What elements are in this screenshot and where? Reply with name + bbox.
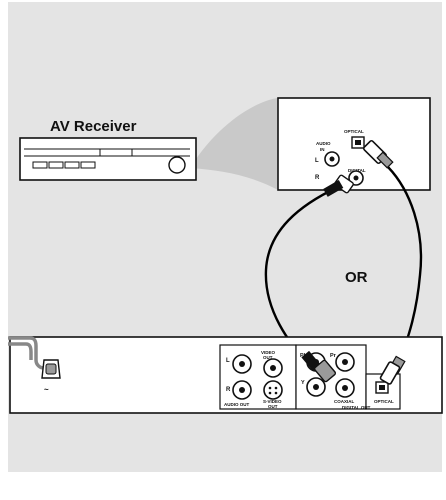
y-label: Y xyxy=(301,380,305,386)
svideo-out-label-2: OUT xyxy=(268,404,278,409)
svideo-out-label: S-VIDEO xyxy=(263,399,282,404)
coaxial-label: COAXIAL xyxy=(334,399,355,404)
optical-out-label: OPTICAL xyxy=(374,399,394,404)
power-symbol: ~ xyxy=(44,385,49,394)
optical-plug-receiver xyxy=(363,140,394,169)
pr-label: Pr xyxy=(330,353,337,359)
player-back-panel: ~ L R AUDIO OUT VIDEO OUT S-VIDEO OUT Pb… xyxy=(8,336,443,414)
zoom-callout xyxy=(190,98,278,190)
receiver-button xyxy=(48,161,64,169)
receiver-button xyxy=(64,161,80,169)
receiver-left-label: L xyxy=(315,158,319,164)
svideo-out-jack xyxy=(263,380,283,400)
receiver-audio-label: AUDIO xyxy=(316,141,331,146)
power-cord xyxy=(8,336,45,370)
audio-out-right-label: R xyxy=(226,387,231,393)
video-out-label: VIDEO xyxy=(261,350,276,355)
receiver-button xyxy=(80,161,96,169)
receiver-optical-label: OPTICAL xyxy=(344,129,364,134)
receiver-button xyxy=(32,161,48,169)
receiver-in-label: IN xyxy=(320,147,325,152)
receiver-volume-knob xyxy=(168,156,186,174)
digital-out-label: DIGITAL OUT xyxy=(342,405,371,410)
audio-out-left-label: L xyxy=(226,358,230,364)
video-out-label-2: OUT xyxy=(263,355,273,360)
coaxial-plug-receiver xyxy=(323,174,354,197)
or-label: OR xyxy=(345,269,368,286)
audio-out-label: AUDIO OUT xyxy=(224,402,250,407)
receiver-right-label: R xyxy=(315,175,320,181)
av-receiver-label: AV Receiver xyxy=(50,118,137,135)
coaxial-plug-player xyxy=(301,350,337,383)
av-receiver: AV Receiver xyxy=(19,118,197,181)
optical-plug-player xyxy=(379,355,406,385)
receiver-back-panel: OPTICAL AUDIO IN L R DIGITAL xyxy=(277,97,431,191)
